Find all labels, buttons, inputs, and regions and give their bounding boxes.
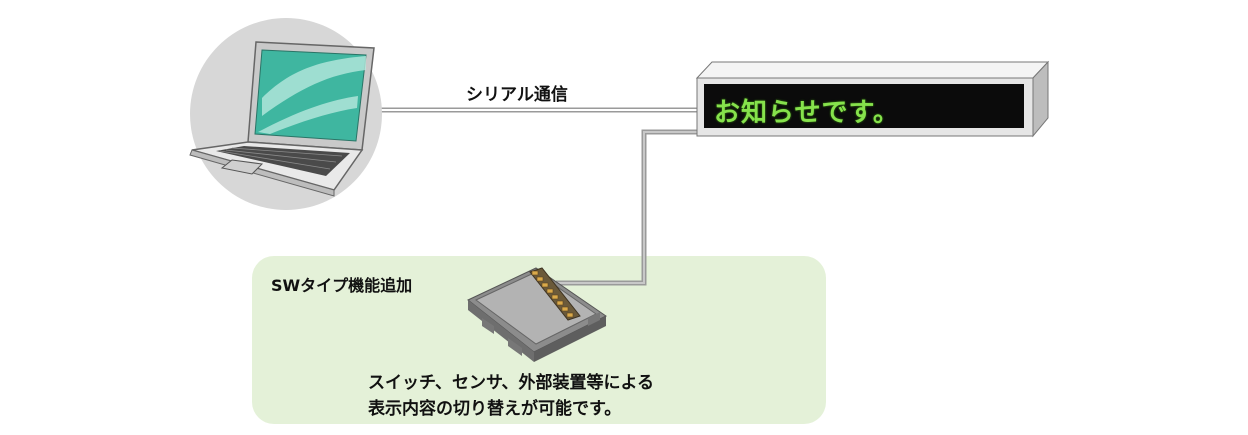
laptop-icon	[189, 18, 382, 210]
sw-box-cable	[556, 129, 697, 286]
serial-connection-label: シリアル通信	[466, 85, 568, 105]
sw-interface-box	[467, 267, 607, 362]
display-message: お知らせです。	[714, 98, 900, 128]
sw-option-title: SWタイプ機能追加	[271, 276, 413, 295]
sw-option-description-line: スイッチ、センサ、外部装置等による	[368, 373, 654, 393]
sw-option-description-line: 表示内容の切り替えが可能です。	[368, 399, 622, 419]
led-display-board	[695, 60, 1050, 138]
sw-option-description: スイッチ、センサ、外部装置等による 表示内容の切り替えが可能です。	[368, 370, 654, 422]
